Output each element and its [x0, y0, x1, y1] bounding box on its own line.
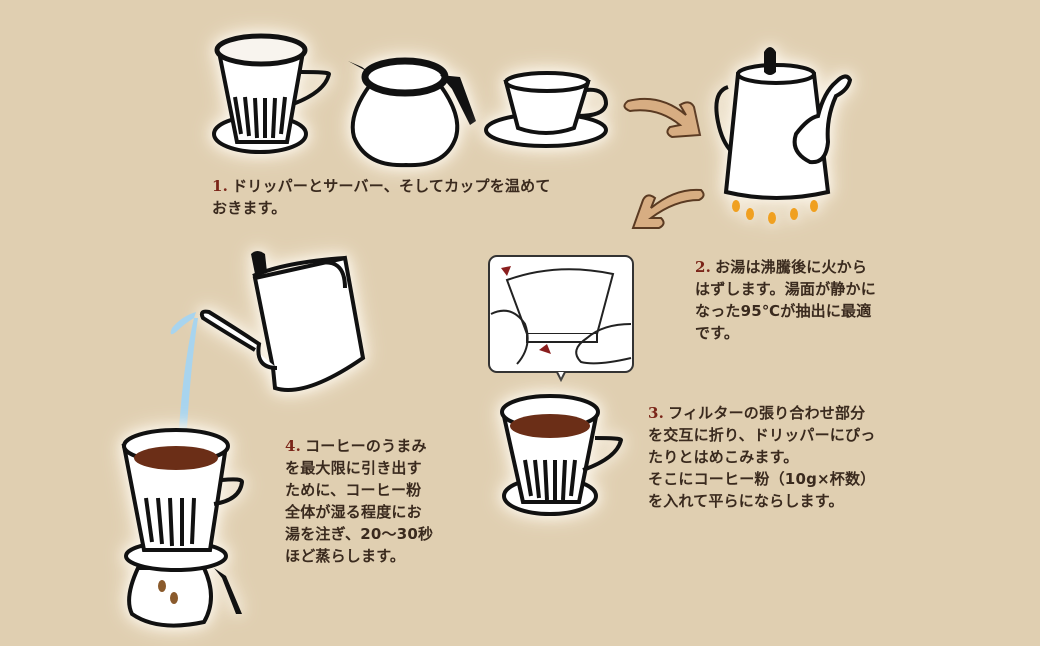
step-3-line-2: を交互に折り、ドリッパーにぴっ	[648, 426, 876, 444]
step-4-line-5: 湯を注ぎ、20〜30秒	[285, 525, 434, 543]
step-1-line-1: 1.ドリッパーとサーバー、そしてカップを温めて	[212, 175, 551, 197]
step-1-text: 1.ドリッパーとサーバー、そしてカップを温めて おきます。	[212, 175, 551, 219]
step-3-line-3: たりとはめこみます。	[648, 448, 799, 466]
step-4-line-3: ために、コーヒー粉	[285, 481, 422, 499]
step-4-line-1-text: コーヒーのうまみ	[305, 437, 427, 455]
kettle-on-flame-icon	[714, 47, 853, 224]
step-4-number: 4.	[285, 437, 302, 455]
step-3-line-4: そこにコーヒー粉（10g×杯数）	[648, 470, 876, 488]
step-3-text: 3.フィルターの張り合わせ部分 を交互に折り、ドリッパーにぴっ たりとはめこみま…	[648, 402, 875, 512]
step-3-line-5: を入れて平らにならします。	[648, 492, 844, 510]
step-4-text: 4.コーヒーのうまみ を最大限に引き出す ために、コーヒー粉 全体が湿る程度にお…	[285, 435, 433, 567]
step-2-line-4: です。	[695, 324, 740, 342]
server-pot-icon	[348, 57, 476, 168]
step-1-line-2: おきます。	[212, 199, 287, 217]
step-4-line-6: ほど蒸らします。	[285, 547, 406, 565]
step-1-number: 1.	[212, 177, 229, 195]
dripper-on-server-icon	[121, 428, 245, 628]
step-2-line-3: なった95℃が抽出に最適	[695, 302, 872, 320]
folding-filter-icon	[488, 255, 634, 382]
pouring-kettle-icon	[199, 251, 366, 392]
step-1-line-1-text: ドリッパーとサーバー、そしてカップを温めて	[232, 177, 551, 195]
step-2-line-1-text: お湯は沸騰後に火から	[715, 258, 868, 276]
arrow-right-down-icon	[623, 97, 702, 139]
step-2-text: 2.お湯は沸騰後に火から はずします。湯面が静かに なった95℃が抽出に最適 で…	[695, 256, 876, 344]
step-2-line-2: はずします。湯面が静かに	[695, 280, 876, 298]
step-4-line-1: 4.コーヒーのうまみ	[285, 435, 433, 457]
dripper-icon	[212, 33, 332, 154]
cup-and-saucer-icon	[484, 71, 609, 148]
step-2-line-1: 2.お湯は沸騰後に火から	[695, 256, 876, 278]
dripper-with-grounds-icon	[500, 394, 624, 516]
water-stream-icon	[170, 312, 198, 446]
step-4-line-2: を最大限に引き出す	[285, 459, 422, 477]
step-2-number: 2.	[695, 258, 712, 276]
step-3-line-1: 3.フィルターの張り合わせ部分	[648, 402, 875, 424]
step-3-line-1-text: フィルターの張り合わせ部分	[668, 404, 866, 422]
arrow-left-down-icon	[631, 188, 705, 229]
step-3-number: 3.	[648, 404, 665, 422]
step-4-line-4: 全体が湿る程度にお	[285, 503, 422, 521]
